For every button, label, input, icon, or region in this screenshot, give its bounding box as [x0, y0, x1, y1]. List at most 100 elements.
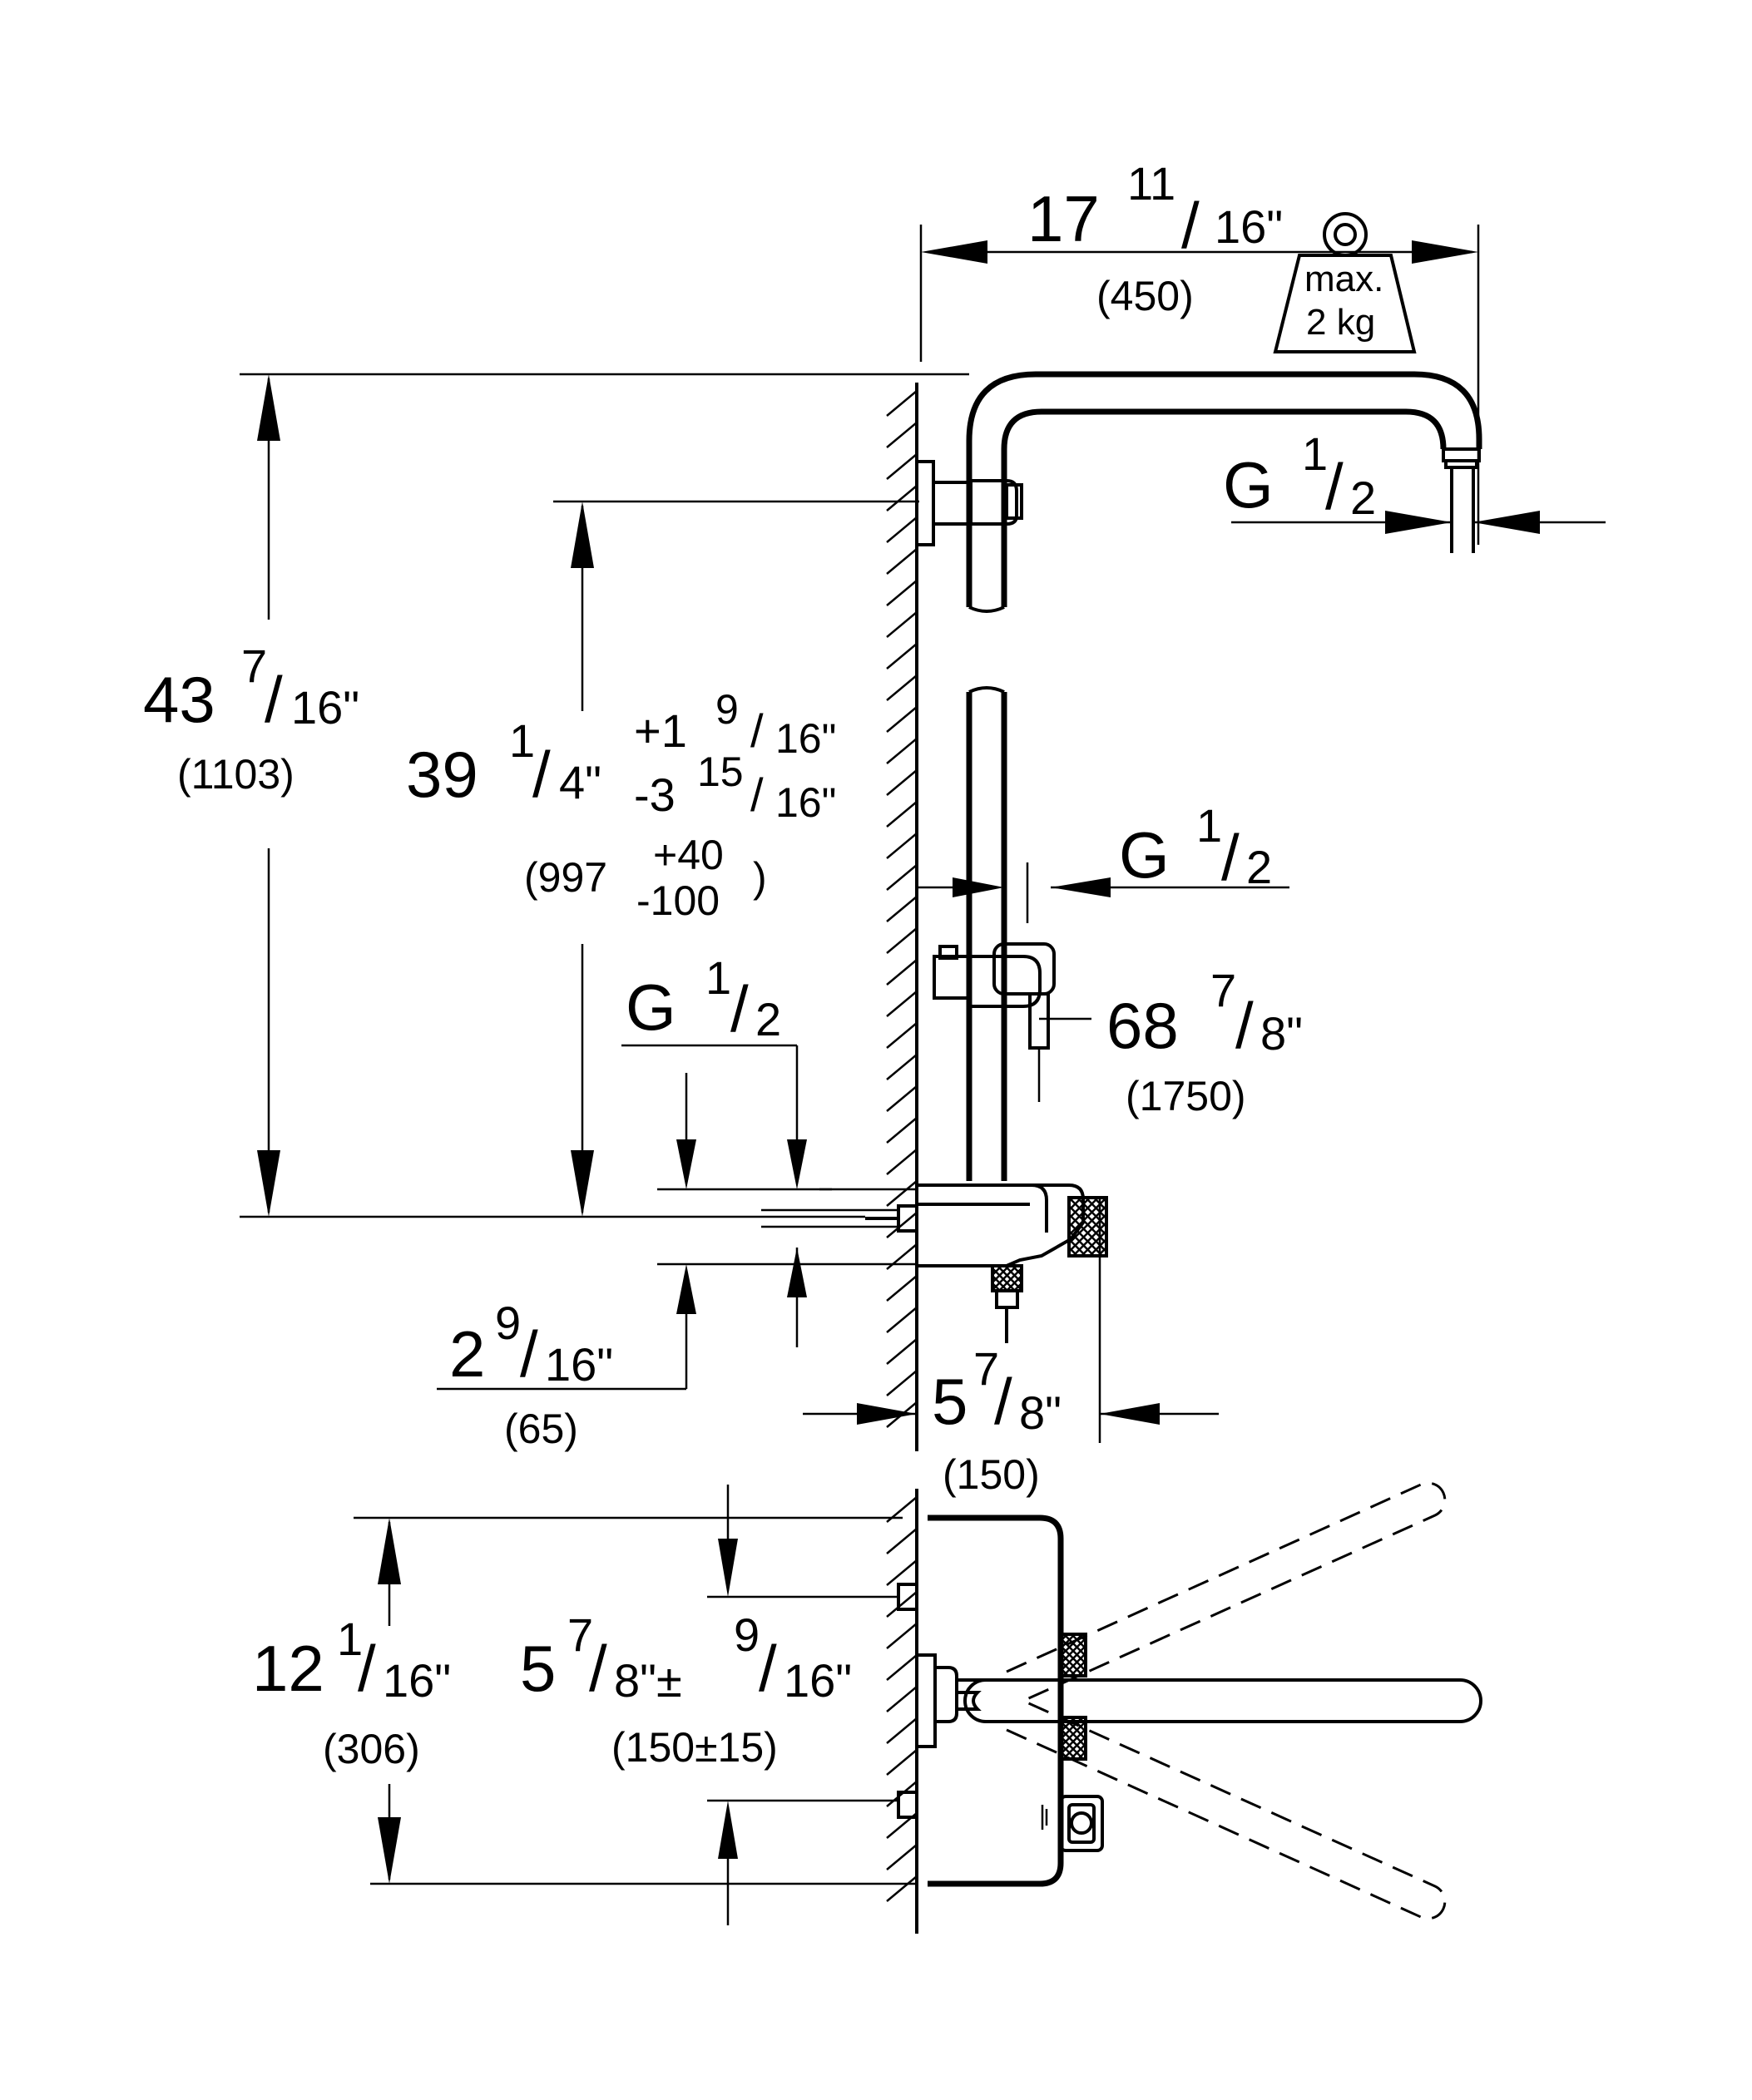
hand-shower-holder: [933, 942, 1091, 1102]
bar-height-mm-close: ): [753, 854, 767, 901]
knurl-line: [992, 1265, 995, 1268]
total-height-num: 7: [241, 640, 267, 692]
total-height-whole: 43: [143, 663, 215, 736]
bar-height-dimension: 39 1 / 4" +1 9 / 16" -3 15 / 16" (997 +4…: [406, 500, 919, 1217]
wall-hatch-line: [886, 738, 918, 764]
wall-hatch-line: [886, 1085, 918, 1112]
wall-hatch-line: [886, 643, 918, 670]
bar-height-mm-base: (997: [524, 854, 607, 901]
plan-width-num: 1: [337, 1613, 363, 1665]
weight-line1: max.: [1304, 259, 1383, 299]
knurl-line: [1068, 1197, 1091, 1219]
inlet-spacing-den2: 16": [784, 1654, 852, 1707]
wall-hatch-line: [886, 927, 918, 954]
thermostat-elevation: [865, 1183, 1108, 1447]
svg-text:/: /: [750, 704, 764, 757]
wall-hatch-line: [886, 548, 918, 575]
total-height-mm: (1103): [177, 751, 294, 798]
weight-line2: 2 kg: [1306, 302, 1375, 343]
depth-dimension: 5 7 / 8" (150): [803, 1342, 1219, 1498]
hand-height-whole: 68: [1106, 989, 1179, 1062]
top-width-dimension: 17 11 / 16" (450): [919, 157, 1480, 545]
depth-whole: 5: [932, 1365, 968, 1438]
svg-text:/: /: [994, 1365, 1012, 1438]
svg-text:/: /: [520, 1317, 538, 1391]
bar-height-mm-plus: +40: [653, 832, 724, 878]
knurl-line: [1060, 1728, 1086, 1755]
wall-hatch-line: [886, 1749, 918, 1776]
shower-arm: [240, 371, 1482, 553]
g-left-dimension: G 1 / 2: [437, 951, 917, 1391]
top-width-mm: (450): [1096, 273, 1194, 319]
inlet-spacing-num: 7: [567, 1608, 593, 1661]
wall-hatch-line: [886, 1844, 918, 1870]
bar-height-num: 1: [509, 714, 535, 767]
wall-hatch-line: [886, 611, 918, 638]
knurl-line: [1012, 1265, 1022, 1276]
knurl-line: [1070, 1743, 1086, 1760]
wall-hatch-line: [886, 1528, 918, 1554]
total-height-dimension: 43 7 / 16" (1103): [143, 374, 865, 1218]
wall-hatch-line: [886, 833, 918, 859]
inlet-spacing-whole: 5: [520, 1632, 556, 1705]
knurl-line: [1085, 1197, 1107, 1219]
knurl-line: [1068, 1197, 1082, 1211]
g-mid-num: 1: [1196, 799, 1222, 852]
knurl-line: [1081, 1230, 1107, 1257]
plan-width-den: 16": [383, 1654, 451, 1707]
outlet-gap-num: 9: [495, 1297, 521, 1349]
inlet-spacing-dimension: 5 7 / 8"± 9 / 16" (150±15): [520, 1485, 898, 1925]
wall-hatch-line: [886, 801, 918, 828]
wall-hatch-line: [886, 706, 918, 733]
g-left-den: 2: [755, 993, 781, 1045]
wall-hatch-line: [886, 1149, 918, 1175]
knurl-line: [992, 1265, 1002, 1276]
knurl-line: [1060, 1721, 1086, 1747]
weight-icon: max. 2 kg: [1273, 212, 1417, 353]
depth-num: 7: [973, 1342, 999, 1395]
bar-height-den: 4": [559, 756, 601, 808]
wall-hatch-line: [886, 991, 918, 1017]
top-width-num: 11: [1127, 157, 1175, 210]
inlet-spacing-num2: 9: [734, 1608, 760, 1661]
g-left-num: 1: [705, 951, 731, 1004]
bar-height-tol-minus-num: 15: [697, 749, 744, 795]
wall-hatch-line: [886, 1717, 918, 1744]
svg-text:/: /: [1235, 989, 1254, 1062]
wall-hatch-line: [886, 1212, 918, 1238]
bar-height-tol-plus-num: 9: [715, 686, 739, 733]
top-width-den: 16": [1215, 200, 1283, 253]
wall-hatch-line: [886, 1117, 918, 1144]
knurl-line: [1068, 1197, 1074, 1203]
wall-hatch-line: [886, 1243, 918, 1270]
outlet-gap-mm: (65): [504, 1406, 578, 1452]
wall-hatch-line: [886, 1591, 918, 1618]
knurl-line: [1062, 1736, 1086, 1760]
bar-height-whole: 39: [406, 738, 478, 811]
wall-hatch-line: [886, 1307, 918, 1333]
wall-hatch-line: [886, 1875, 918, 1902]
g-top-g: G: [1223, 448, 1274, 521]
wall-hatch-line: [886, 1686, 918, 1712]
svg-text:/: /: [759, 1632, 777, 1705]
knurl-line: [1068, 1197, 1099, 1228]
wall-hatch-line: [886, 485, 918, 511]
wall-hatch-line: [886, 1054, 918, 1080]
wall-elevation: [886, 383, 918, 1451]
plan-width-whole: 12: [252, 1632, 324, 1705]
inlet-spacing-mm: (150±15): [611, 1724, 778, 1771]
knurl-line: [1068, 1230, 1095, 1257]
knurl-line: [1060, 1645, 1086, 1672]
inlet-spacing-den: 8"±: [614, 1654, 682, 1707]
g-top-den: 2: [1350, 472, 1376, 524]
knurl-line: [1063, 1633, 1086, 1657]
wall-hatch-line: [886, 516, 918, 543]
riser-pipe: [915, 460, 1023, 1181]
bar-height-mm-minus: -100: [636, 877, 720, 924]
plan-width-dimension: 12 1 / 16" (306): [252, 1516, 917, 1885]
svg-text:/: /: [730, 972, 749, 1045]
g-top-num: 1: [1302, 427, 1328, 480]
knurl-line: [992, 1265, 1017, 1291]
hand-height-mm: (1750): [1126, 1073, 1246, 1119]
